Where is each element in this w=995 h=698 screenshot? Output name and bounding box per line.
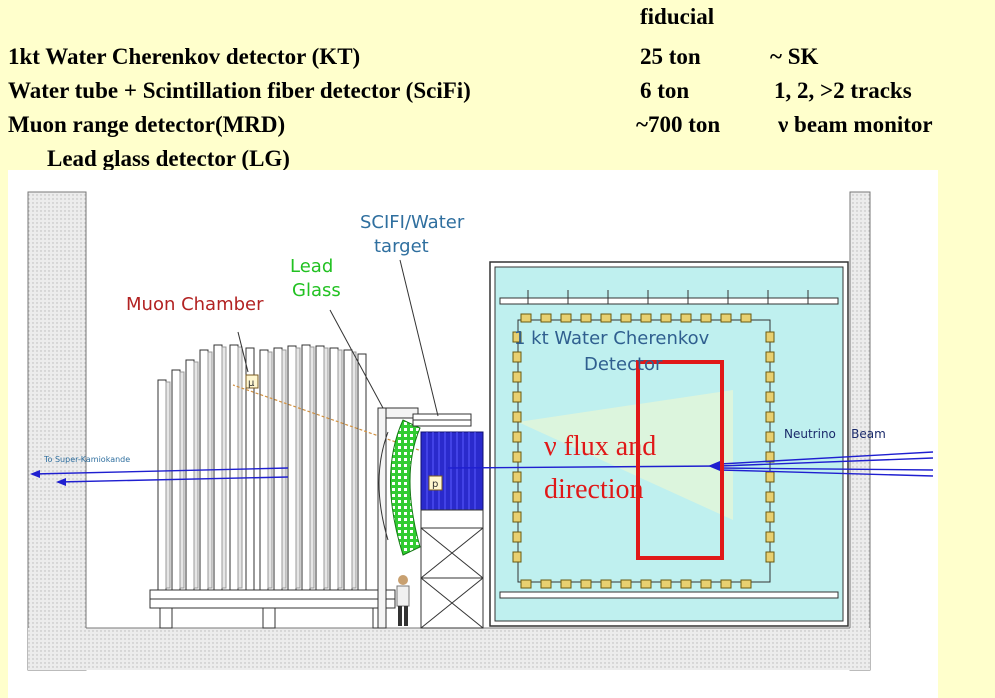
hall-floor [28,628,870,670]
neutrino-beam-lines [32,451,934,483]
leader-lines [237,259,439,417]
beam-arrowhead-kt [708,461,720,471]
beam-arrowhead-out-2 [56,478,66,486]
muon-marker [245,374,259,389]
scifi-water-label: SCIFI/Water [360,212,465,233]
glass-label: Glass [292,280,341,301]
scifi-target-label: target [374,236,429,257]
muon-range-detector [149,344,396,629]
neutrino-beam-label: Neutrino Beam [784,427,886,441]
row-scifi-name: Water tube + Scintillation fiber detecto… [8,78,471,103]
muon-chamber-label: Muon Chamber [126,294,264,315]
lead-glass-detector [377,407,421,629]
to-sk-label: To Super-Kamiokande [43,455,130,464]
beam-arrowhead-out-1 [30,470,40,478]
direction-label: direction [544,474,644,505]
row-mrd-name: Muon range detector(MRD) [8,112,286,137]
muon-symbol: μ [248,378,255,389]
kt-label-1: 1 kt Water Cherenkov [514,328,710,349]
kt-label-2: Detector [584,354,663,375]
row-kt-note: ~ SK [770,44,819,69]
row-kt-name: 1kt Water Cherenkov detector (KT) [8,44,361,69]
water-cherenkov-detector [489,261,849,627]
lead-label: Lead [290,256,333,277]
flux-label: ν flux and [544,431,656,462]
row-lg-name: Lead glass detector (LG) [47,146,290,171]
proton-symbol: p [432,479,438,490]
detector-diagram: μ p [8,170,938,698]
row-mrd-mass: ~700 ton [636,112,721,137]
person-figure [396,575,410,626]
proton-marker [428,475,443,491]
row-scifi-mass: 6 ton [640,78,690,103]
highlight-box [636,360,724,560]
row-scifi-note: 1, 2, >2 tracks [774,78,912,103]
scifi-water-target [412,413,484,629]
hall-wall-left [27,191,87,671]
fiducial-header: fiducial [640,4,715,29]
row-mrd-note: ν beam monitor [778,112,933,137]
row-kt-mass: 25 ton [640,44,701,69]
